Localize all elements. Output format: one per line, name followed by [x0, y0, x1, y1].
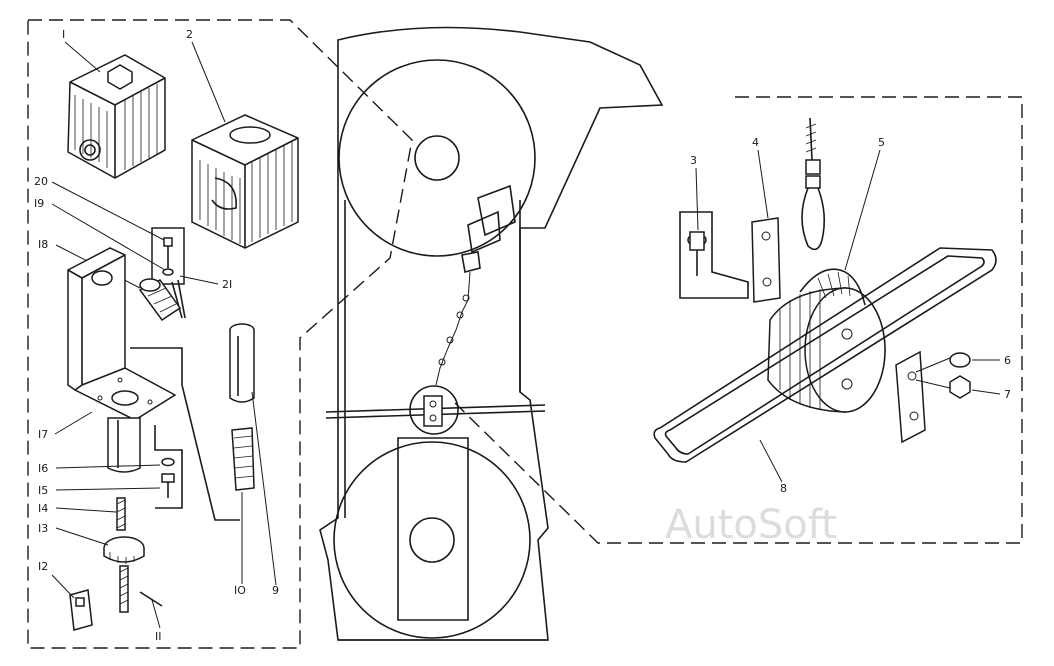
- label-18: I8: [38, 238, 48, 251]
- label-5: 5: [878, 136, 885, 149]
- part-8-handle: [653, 247, 997, 463]
- lower-wheel: [333, 441, 531, 639]
- part-3-bolt: [679, 211, 749, 299]
- right-detail-outline: [454, 96, 1023, 544]
- part-5-drum: [767, 268, 886, 413]
- part-17-bracket: [67, 247, 177, 473]
- label-14: I4: [38, 502, 48, 515]
- upper-wheel-hub: [414, 135, 460, 181]
- cable-assembly: [801, 117, 826, 251]
- label-19: I9: [34, 197, 44, 210]
- part-10-sleeve: [231, 427, 255, 491]
- lower-wheel-hub: [409, 517, 455, 563]
- part-4-plate: [751, 217, 781, 303]
- label-9: 9: [272, 584, 279, 597]
- label-1: I: [62, 28, 65, 41]
- label-4: 4: [752, 136, 759, 149]
- watermark: AutoSoft: [665, 502, 837, 548]
- label-21: 2I: [222, 278, 232, 291]
- part-13-knob: [103, 536, 145, 613]
- label-12: I2: [38, 560, 48, 573]
- label-3: 3: [690, 154, 697, 167]
- label-16: I6: [38, 462, 48, 475]
- label-11: II: [155, 630, 162, 643]
- part-15-16-screw-washer: [161, 457, 175, 498]
- machine-frame: [319, 26, 664, 641]
- label-17: I7: [38, 428, 48, 441]
- label-20: 20: [34, 175, 48, 188]
- label-2: 2: [186, 28, 193, 41]
- part-1-housing: [67, 54, 166, 179]
- upper-wheel: [338, 59, 536, 257]
- part-12-bolt: [69, 589, 93, 631]
- label-10: IO: [234, 584, 246, 597]
- label-13: I3: [38, 522, 48, 535]
- label-8: 8: [780, 482, 787, 495]
- label-15: I5: [38, 484, 48, 497]
- label-7: 7: [1004, 388, 1011, 401]
- part-14-drill: [116, 497, 126, 531]
- part-18-sleeve: [138, 278, 182, 322]
- part-11-pin: [139, 591, 163, 607]
- part-20-screw: [151, 227, 186, 319]
- label-6: 6: [1004, 354, 1011, 367]
- part-6-7-plate-washer-nut: [895, 350, 971, 444]
- part-9-shaft: [229, 323, 255, 403]
- part-2-cover: [191, 114, 299, 249]
